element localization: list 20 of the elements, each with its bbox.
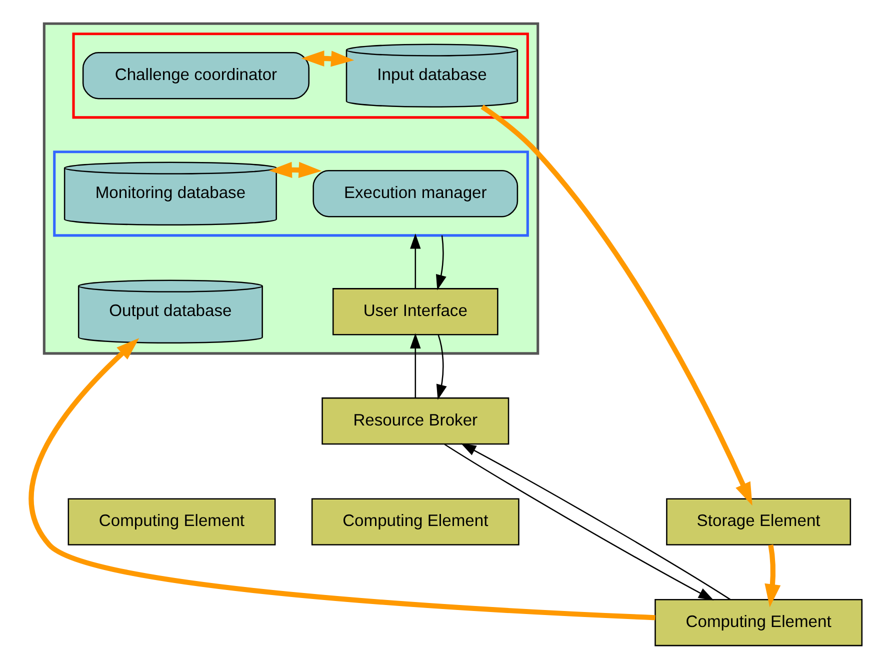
cluster [52,150,528,237]
arrow [480,104,752,506]
node-box: Challenge coordinator [82,52,310,100]
arrow [436,334,446,400]
arrow [435,235,446,290]
node-box: Resource Broker [321,397,509,445]
node-box: Computing Element [654,599,862,646]
node-box: Storage Element [666,498,851,546]
arrow [28,338,655,620]
cluster [72,32,528,119]
node-box: Computing Element [310,498,519,546]
node-box: Execution manager [312,170,518,218]
arrow [300,50,354,67]
arrow [410,333,420,398]
node-box: User Interface [332,288,498,336]
arrow [268,162,322,178]
arrow [410,233,420,288]
cluster [42,22,539,355]
node-box: Computing Element [67,498,276,546]
arrow [764,544,780,608]
